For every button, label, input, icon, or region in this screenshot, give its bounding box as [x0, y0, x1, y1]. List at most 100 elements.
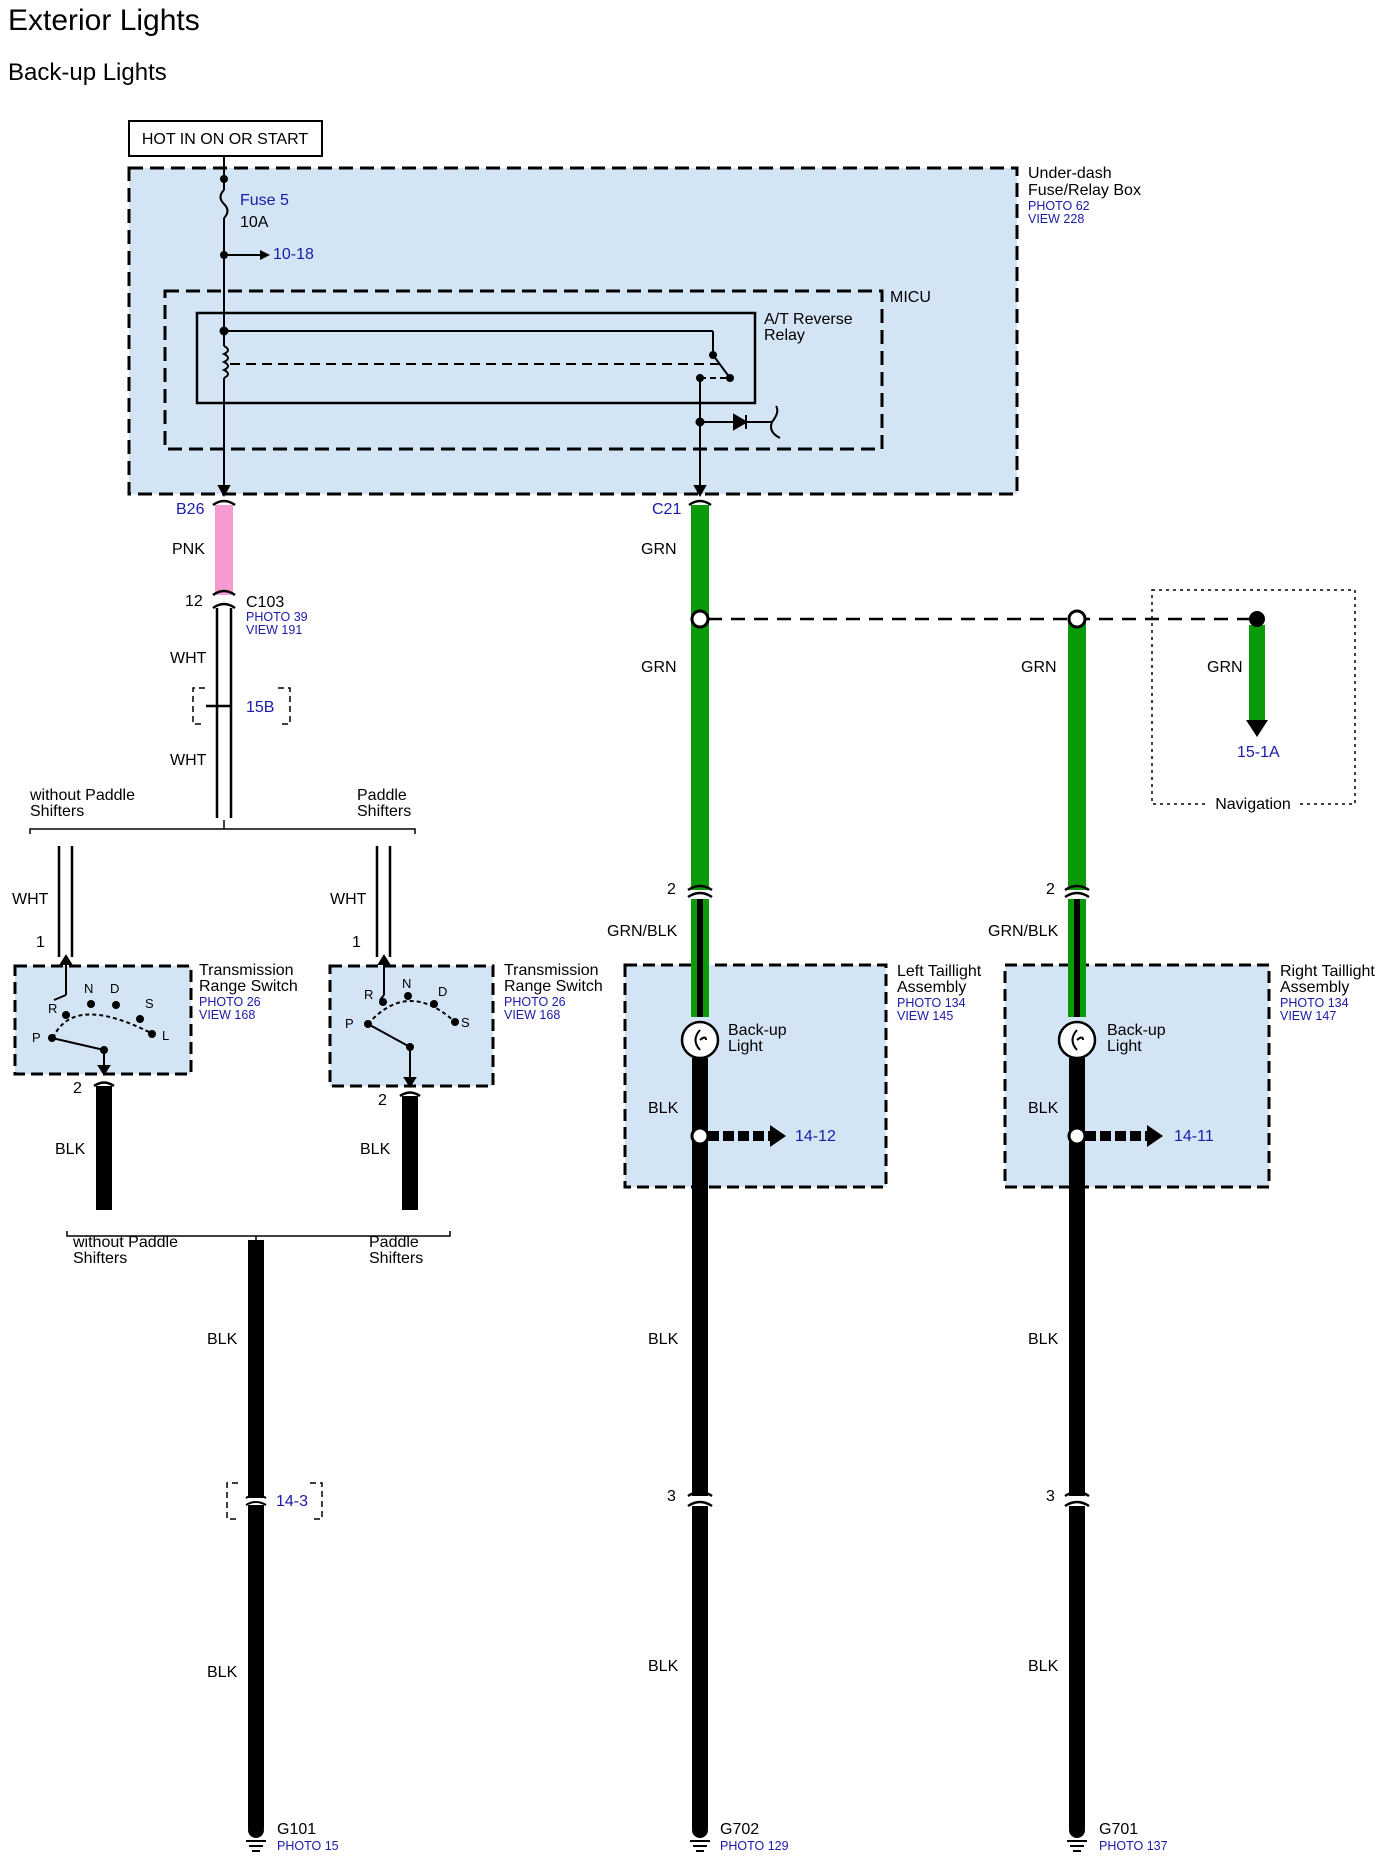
wire-wht-label-1: WHT: [170, 650, 207, 667]
left-bulb-icon: [680, 1020, 720, 1060]
switch-right: P R N D S Transmission Range Switch PHOT…: [328, 954, 603, 1088]
wire-blk-label-4: BLK: [207, 1664, 238, 1681]
switch-left-pos-r: R: [48, 1001, 57, 1016]
left-ground-ref: [690, 1125, 786, 1147]
wire-blk-label-6: BLK: [648, 1331, 679, 1348]
right-bulb-label-1: Back-up: [1107, 1022, 1166, 1039]
wire-grn-right: [1068, 622, 1086, 890]
relay-internals: [219, 326, 781, 498]
option-bracket-top: [29, 820, 416, 834]
wire-grn-label-4: GRN: [1207, 659, 1243, 676]
right-taillight-view: VIEW 147: [1280, 1009, 1336, 1023]
switch-right-view: VIEW 168: [504, 1008, 560, 1022]
wire-grnblk-label-2: GRN/BLK: [988, 923, 1059, 940]
wire-blk-label-8: BLK: [1028, 1100, 1059, 1117]
right-ground-ref: [1067, 1125, 1163, 1147]
c103-connector-top: [212, 589, 236, 597]
switch-right-pin-top: 1: [352, 934, 361, 951]
fuse-box-view: VIEW 228: [1028, 212, 1084, 226]
ref-14-11: 14-11: [1174, 1128, 1214, 1145]
left-bulb-label-1: Back-up: [728, 1022, 787, 1039]
ground-g701-photo: PHOTO 137: [1099, 1839, 1168, 1853]
switch-left-view: VIEW 168: [199, 1008, 255, 1022]
relay-label-2: Relay: [764, 327, 805, 344]
navigation-box: Navigation GRN 15-1A: [1151, 589, 1356, 813]
switch-left-pos-l: L: [162, 1028, 169, 1043]
right-bulb-label-2: Light: [1107, 1038, 1142, 1055]
wire-wht-label-3: WHT: [12, 891, 49, 908]
ref-14-3-bracket: [226, 1482, 323, 1520]
wire-grn-nav: [1249, 625, 1265, 720]
ref-15b: 15B: [246, 699, 274, 716]
left-taillight-name-2: Assembly: [897, 979, 966, 996]
switch-left-name-1: Transmission: [199, 962, 294, 979]
wire-blk-g101: [248, 1240, 264, 1828]
ground-g702-icon: [690, 1822, 710, 1852]
c103-pin: 12: [185, 593, 203, 610]
nav-arrow: [1246, 720, 1268, 737]
feed-line: [217, 156, 231, 498]
wire-blk-label-5: BLK: [648, 1100, 679, 1117]
wire-pnk: [215, 505, 233, 595]
c103-connector-bottom: [212, 602, 236, 610]
option-paddle-2: Shifters: [357, 803, 411, 820]
splice-right: [1067, 609, 1087, 629]
switch-left-pos-s: S: [145, 996, 154, 1011]
ref-14-12: 14-12: [795, 1128, 836, 1145]
fuse-rating: 10A: [240, 214, 269, 231]
wire-wht-label-4: WHT: [330, 891, 367, 908]
left-taillight-photo: PHOTO 134: [897, 996, 966, 1010]
left-taillight-connector: [687, 884, 713, 899]
c103-name: C103: [246, 594, 284, 611]
ground-g702-name: G702: [720, 1821, 759, 1838]
left-taillight-name-1: Left Taillight: [897, 963, 982, 980]
wire-blk-g702: [692, 1058, 708, 1828]
switch-left-pin-top: 1: [36, 934, 45, 951]
wire-grnblk-left: [691, 899, 709, 1017]
switch-left-name-2: Range Switch: [199, 978, 298, 995]
left-bulb-label-2: Light: [728, 1038, 763, 1055]
option-paddle-3: Paddle: [369, 1234, 419, 1251]
splice-left: [690, 609, 710, 629]
ground-g701-icon: [1067, 1822, 1087, 1852]
wire-wht-branches: [57, 846, 392, 957]
wire-grnblk-label-1: GRN/BLK: [607, 923, 678, 940]
micu-box: MICU: [163, 289, 931, 451]
fuse-ref: 10-18: [273, 246, 314, 263]
switch-right-name-1: Transmission: [504, 962, 599, 979]
option-paddle-4: Shifters: [369, 1250, 423, 1267]
wire-blk-label-3: BLK: [207, 1331, 238, 1348]
fuse-junction: [220, 175, 228, 183]
ground-g101-photo: PHOTO 15: [277, 1839, 339, 1853]
switch-left-pos-d: D: [110, 981, 119, 996]
wire-blk-label-9: BLK: [1028, 1331, 1059, 1348]
wire-blk-label-7: BLK: [648, 1658, 679, 1675]
right-taillight-name-2: Assembly: [1280, 979, 1349, 996]
switch-right-pos-r: R: [364, 987, 373, 1002]
fuse-ref-arrow: [220, 250, 270, 260]
left-taillight-pin-top: 2: [667, 881, 676, 898]
right-taillight-name-1: Right Taillight: [1280, 963, 1375, 980]
fuse-box-name-2: Fuse/Relay Box: [1028, 182, 1141, 199]
switch-left: P R N D S L Transmission Range Switch PH…: [13, 954, 298, 1076]
switch-left-pin-bottom: 2: [73, 1080, 82, 1097]
right-bulb-icon: [1057, 1020, 1097, 1060]
micu-label: MICU: [890, 289, 931, 306]
wire-blk-label-10: BLK: [1028, 1658, 1059, 1675]
switch-left-photo: PHOTO 26: [199, 995, 261, 1009]
ground-g101-name: G101: [277, 1821, 316, 1838]
right-taillight-connector: [1064, 884, 1090, 899]
wire-blk-left-switch: [96, 1086, 112, 1210]
fuse-label: Fuse 5: [240, 192, 289, 209]
splice-nav: [1249, 611, 1265, 627]
right-taillight-pin-bottom: 3: [1046, 1488, 1055, 1505]
switch-right-pos-n: N: [402, 976, 411, 991]
right-taillight-pin-top: 2: [1046, 881, 1055, 898]
ground-g101-icon: [246, 1822, 266, 1852]
right-taillight-box: Right Taillight Assembly PHOTO 134 VIEW …: [1003, 963, 1375, 1189]
page-subtitle: Back-up Lights: [8, 59, 167, 86]
option-paddle-1: Paddle: [357, 787, 407, 804]
relay-label-1: A/T Reverse: [764, 311, 853, 328]
option-without-4: Shifters: [73, 1250, 127, 1267]
